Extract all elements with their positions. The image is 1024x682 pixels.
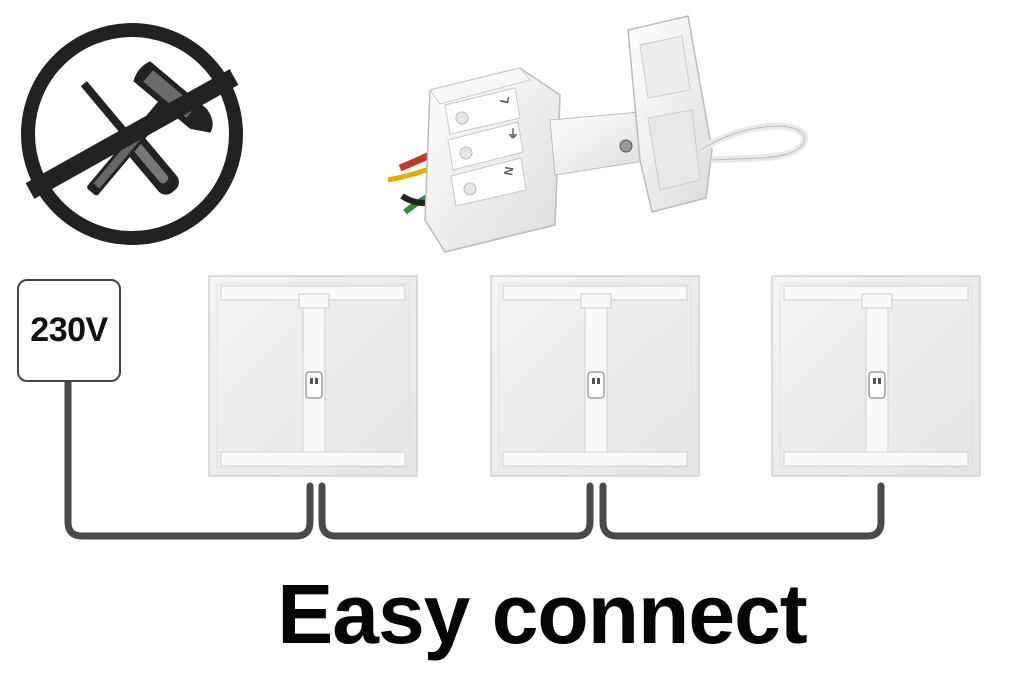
headline: Easy connect <box>277 567 808 661</box>
cable-panel-1-to-panel-2 <box>318 482 594 540</box>
power-source-label: 230V <box>30 311 108 349</box>
power-source-box: 230V <box>17 279 121 382</box>
led-panel-3 <box>771 275 981 477</box>
no-tools-icon <box>21 23 243 245</box>
quick-connector-image: L ⏚ N <box>387 15 808 253</box>
panel-socket-icon <box>587 371 605 399</box>
terminal-label-l: L <box>497 95 512 105</box>
connector-arm-icon <box>549 111 651 176</box>
panel-socket-icon <box>868 371 886 399</box>
cable-loop-icon <box>698 122 808 164</box>
panels <box>208 275 981 477</box>
led-panel-2 <box>490 275 700 477</box>
cable-connections <box>64 378 885 540</box>
cable-panel-2-to-panel-3 <box>599 482 885 540</box>
terminal-label-earth: ⏚ <box>507 127 519 141</box>
led-panel-1 <box>208 275 418 477</box>
prohibited-slash-icon <box>25 69 239 199</box>
cable-source-to-panel-1 <box>64 378 314 540</box>
terminal-label-n: N <box>501 166 516 177</box>
panel-socket-icon <box>305 371 323 399</box>
